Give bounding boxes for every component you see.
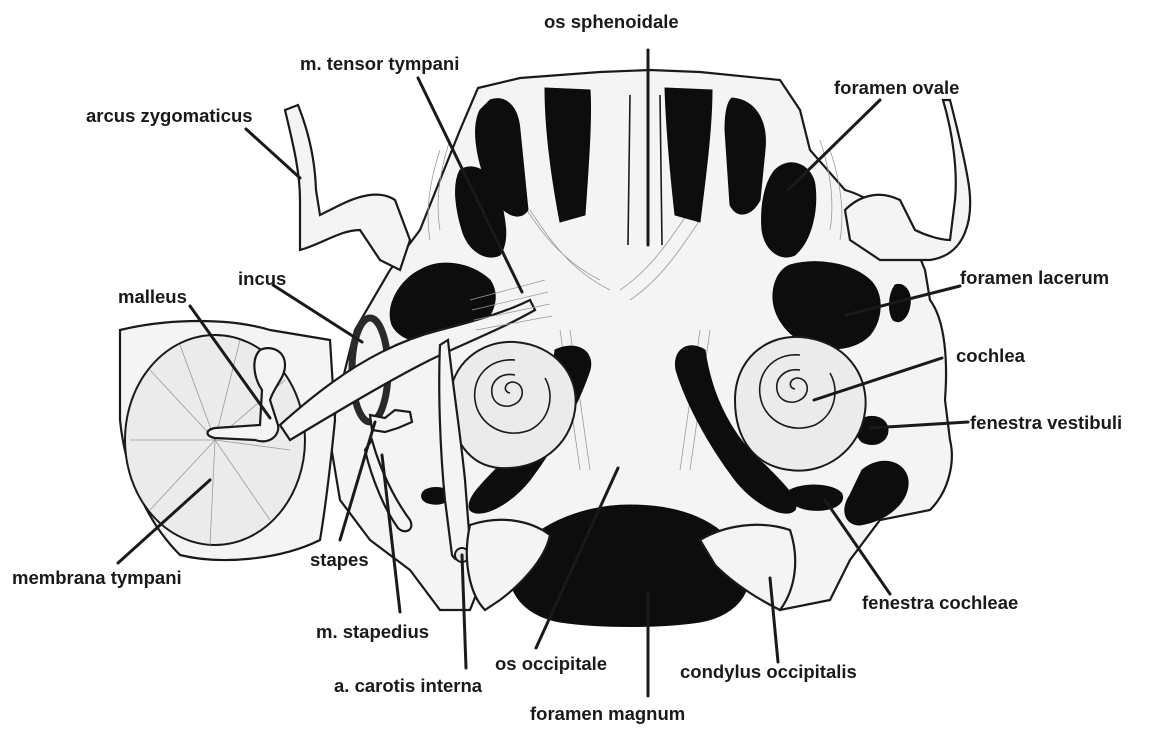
label-incus: incus <box>238 268 286 289</box>
label-cochlea: cochlea <box>956 345 1026 366</box>
label-fenestra-vestibuli: fenestra vestibuli <box>970 412 1122 433</box>
label-fenestra-cochleae: fenestra cochleae <box>862 592 1018 613</box>
cochlea-right <box>735 337 866 471</box>
label-os-sphenoidale: os sphenoidale <box>544 11 679 32</box>
label-membrana-tympani: membrana tympani <box>12 567 182 588</box>
label-m-tensor-tympani: m. tensor tympani <box>300 53 459 74</box>
label-malleus: malleus <box>118 286 187 307</box>
arcus-zygomaticus-left-shape <box>285 105 410 270</box>
label-foramen-ovale: foramen ovale <box>834 77 959 98</box>
label-stapes: stapes <box>310 549 369 570</box>
label-os-occipitale: os occipitale <box>495 653 607 674</box>
label-foramen-magnum: foramen magnum <box>530 703 685 724</box>
fenestra-cochleae-shape <box>789 485 843 510</box>
label-m-stapedius: m. stapedius <box>316 621 429 642</box>
label-condylus-occipitalis: condylus occipitalis <box>680 661 857 682</box>
label-a-carotis-interna: a. carotis interna <box>334 675 483 696</box>
label-arcus-zygomaticus: arcus zygomaticus <box>86 105 253 126</box>
arcus-zygomaticus-right-shape <box>845 100 970 260</box>
sphenoid-cavity-right-outer <box>725 98 765 214</box>
label-foramen-lacerum: foramen lacerum <box>960 267 1109 288</box>
